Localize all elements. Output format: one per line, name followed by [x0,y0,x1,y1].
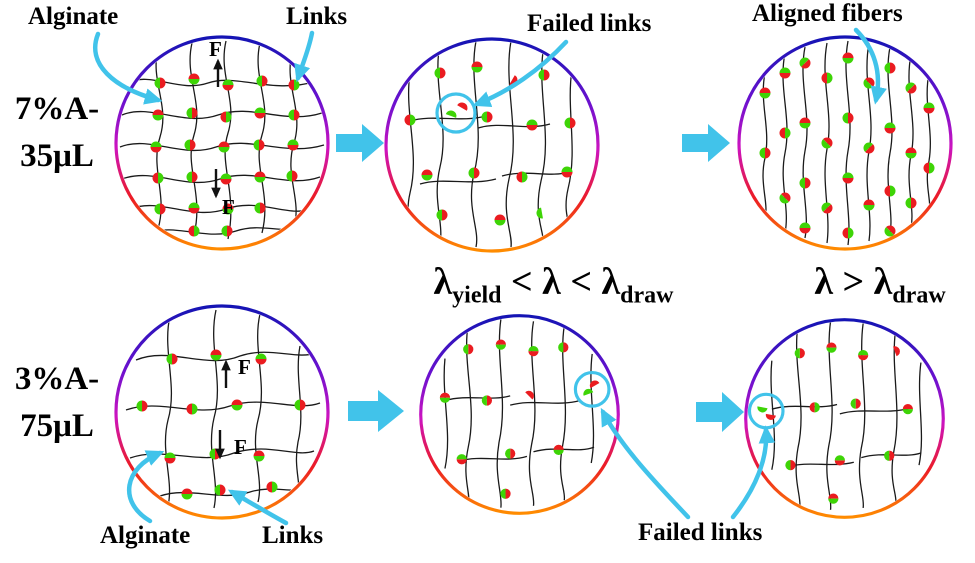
links-top-pointer-arrow [294,30,315,83]
pointer-arrows [93,27,887,526]
aligned-fibers-pointer-arrow [853,27,887,105]
network-circle-3pct-yield [419,314,620,515]
lambda-subscript-yield: yield [452,282,502,309]
less-than-operator: < [511,261,533,303]
polymer-chains [125,309,321,509]
network-circle-aligned-fibers [737,35,953,251]
label-alginate-bottom: Alginate [100,522,191,549]
sample-label-top-line2: 35μL [20,138,94,174]
failed-links-bottom-pointer-arrow-2 [730,425,776,520]
sample-label-top: 7%A- 35μL [0,86,114,180]
label-failed-links-bottom: Failed links [638,519,763,546]
sample-label-bottom-line1: 3%A- [14,361,100,397]
failed-links-bottom-pointer-arrow-1 [600,407,691,520]
failed-link-highlight-circle [435,92,477,134]
flow-arrow-bottom-2 [696,392,744,432]
force-label-down: F [234,435,247,459]
gradient-ring [737,35,953,251]
alginate-top-pointer-arrow [93,31,163,105]
sample-label-bottom: 3%A- 75μL [0,356,114,450]
gradient-ring [114,304,330,520]
force-arrows [215,359,231,460]
force-label-up: F [238,355,251,379]
force-label-down: F [222,195,235,219]
greater-than-operator: > [842,261,865,303]
sample-label-bottom-line2: 75μL [20,408,94,444]
label-links-top: Links [286,3,348,30]
lambda-symbol: λ [873,261,893,303]
links-bottom-pointer-arrow [227,489,289,526]
lambda-symbol: λ [601,261,621,303]
network-circle-3pct-initial: F F [114,304,330,520]
less-than-operator: < [570,261,592,303]
lambda-symbol: λ [814,261,833,303]
network-circle-3pct-draw [744,318,945,519]
failed-link-highlight-circle [573,370,611,408]
flow-arrows [336,124,744,432]
force-arrows [211,58,223,199]
gradient-ring [419,314,620,515]
label-failed-links-top: Failed links [527,10,652,37]
flow-arrow-bottom-1 [348,390,404,432]
network-circle-7pct-stretched [384,37,600,253]
flow-arrow-top-1 [336,124,384,162]
lambda-subscript-draw: draw [892,282,946,309]
sample-label-top-line1: 7%A- [14,91,100,127]
label-aligned-fibers: Aligned fibers [752,0,903,27]
label-alginate-top: Alginate [28,3,119,30]
label-links-bottom: Links [262,522,324,549]
lambda-mid-header: λyield < λ < λdraw [396,260,711,310]
lambda-right-header: λ > λdraw [782,260,975,310]
lambda-symbol: λ [542,261,561,303]
gradient-ring [384,37,600,253]
network-circle-7pct-initial: F F [114,35,330,251]
force-label-up: F [209,37,222,61]
flow-arrow-top-2 [682,124,730,162]
lambda-subscript-draw: draw [620,282,674,309]
alginate-bottom-pointer-arrow [126,450,165,524]
polymer-chains [407,41,573,248]
gradient-ring [114,35,330,251]
failed-links-top-pointer-arrow [472,39,569,107]
gradient-ring [744,318,945,519]
lambda-symbol: λ [433,261,453,303]
